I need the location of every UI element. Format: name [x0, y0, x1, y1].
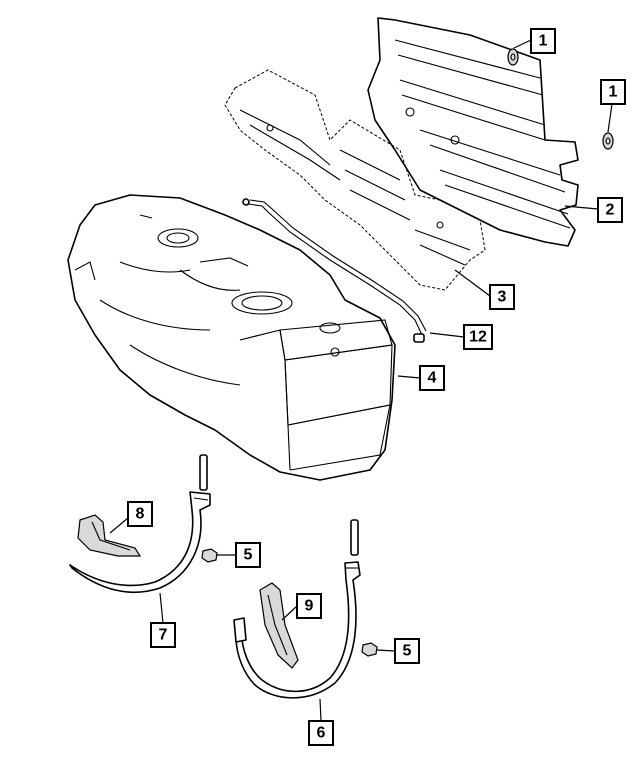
callout-7: 7 — [150, 622, 176, 648]
callout-12-text: 12 — [469, 329, 487, 346]
callout-9: 9 — [296, 593, 322, 619]
heat-shield-part-2 — [367, 17, 579, 247]
leader-7 — [159, 592, 164, 624]
leader-8 — [109, 517, 129, 534]
callout-3: 3 — [489, 284, 515, 310]
leader-3 — [454, 269, 491, 297]
callout-1a: 1 — [530, 28, 556, 54]
callout-1b-text: 1 — [609, 84, 618, 101]
callout-4: 4 — [419, 365, 445, 391]
callout-5a-text: 5 — [244, 547, 253, 564]
tank-strap-part-7 — [69, 454, 211, 594]
tank-strap-part-6 — [233, 519, 361, 699]
callout-5b: 5 — [394, 638, 420, 664]
callout-6: 6 — [308, 720, 334, 746]
insulator-part-3 — [224, 69, 486, 291]
leader-2 — [564, 205, 599, 210]
callout-2: 2 — [597, 197, 623, 223]
nut-part-5-left — [201, 548, 218, 563]
leader-1b — [607, 103, 613, 133]
callout-2-text: 2 — [606, 202, 615, 219]
callout-1a-text: 1 — [539, 33, 548, 50]
leader-5b — [376, 649, 396, 652]
callout-8: 8 — [127, 501, 153, 527]
leader-1a — [513, 39, 532, 49]
vent-tube-part-12 — [242, 198, 427, 343]
callout-3-text: 3 — [498, 289, 507, 306]
callout-8-text: 8 — [136, 506, 145, 523]
clip-part-1-right — [602, 132, 614, 150]
clip-part-1-upper — [507, 48, 519, 66]
callout-6-text: 6 — [317, 725, 326, 742]
callout-9-text: 9 — [305, 598, 314, 615]
leader-lines — [109, 39, 613, 722]
leader-12 — [429, 332, 465, 338]
strap-pad-part-8 — [77, 514, 142, 557]
callout-7-text: 7 — [159, 627, 168, 644]
callout-12: 12 — [463, 324, 493, 350]
callout-5a: 5 — [235, 542, 261, 568]
callout-1b: 1 — [600, 79, 626, 105]
callout-4-text: 4 — [428, 370, 437, 387]
leader-4 — [397, 375, 421, 379]
strap-pad-part-9 — [259, 582, 299, 669]
callout-5b-text: 5 — [403, 643, 412, 660]
nut-part-5-right — [361, 642, 378, 657]
leader-6 — [319, 698, 322, 722]
fuel-tank-part-4 — [67, 194, 396, 481]
leader-9 — [281, 605, 298, 621]
